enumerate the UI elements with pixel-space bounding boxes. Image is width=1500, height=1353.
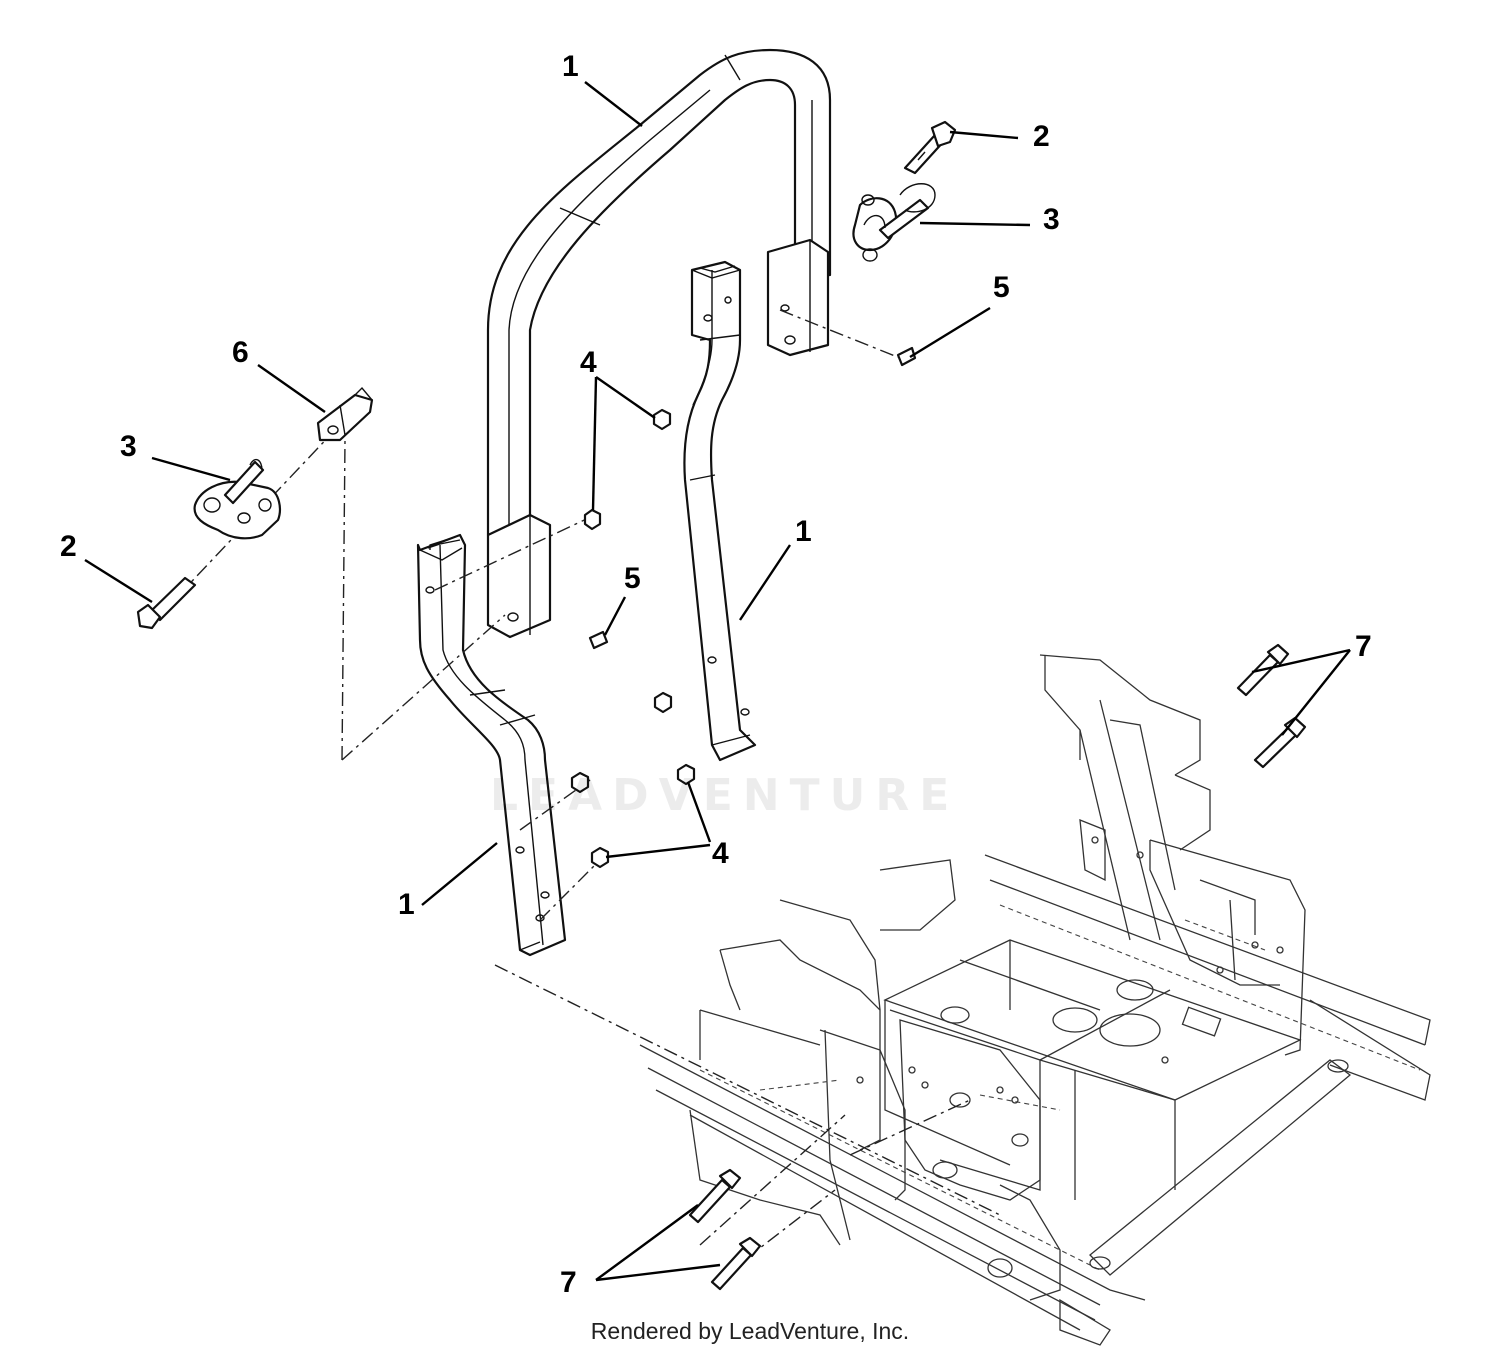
callout-4-top: 4 [580, 346, 597, 379]
callout-3-left: 3 [120, 430, 137, 463]
bolts-7 [688, 643, 1307, 1291]
clips-5 [588, 346, 917, 650]
callout-4-bottom: 4 [712, 837, 729, 870]
callout-1-right: 1 [795, 515, 812, 548]
locking-pin-right-3 [852, 183, 936, 262]
watermark: LEADVENTURE [490, 770, 960, 821]
callout-5-mid: 5 [624, 562, 641, 595]
callout-1-bottom: 1 [398, 888, 415, 921]
callout-2-left: 2 [60, 530, 77, 563]
callout-3-right: 3 [1043, 203, 1060, 236]
bolt-left-2 [136, 576, 197, 630]
footer-credit: Rendered by LeadVenture, Inc. [0, 1318, 1500, 1345]
roll-bar-left-lower-upright [416, 533, 567, 957]
callout-7-bottom: 7 [560, 1266, 577, 1299]
bolt-right-2 [903, 120, 957, 175]
bracket-6 [316, 386, 374, 442]
roll-bar-upper-hoop [486, 48, 832, 639]
leader-lines [84, 81, 1351, 1282]
callout-5-right: 5 [993, 271, 1010, 304]
nuts-4 [570, 408, 696, 869]
callout-6: 6 [232, 336, 249, 369]
roll-bar-right-lower-upright [683, 260, 757, 762]
callout-2-right: 2 [1033, 120, 1050, 153]
callout-1-top: 1 [562, 50, 579, 83]
locking-pin-left-3 [193, 458, 281, 540]
mower-frame [639, 654, 1431, 1346]
footer-text: Rendered by LeadVenture, Inc. [590, 1318, 910, 1344]
callout-7-right: 7 [1355, 630, 1372, 663]
